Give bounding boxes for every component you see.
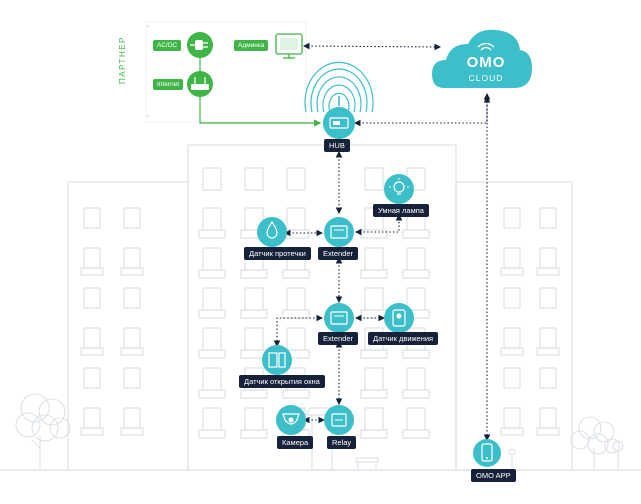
- cloud-title: OMO: [466, 54, 506, 71]
- cloud-shape: [432, 29, 532, 88]
- cloud-subtitle: CLOUD: [468, 73, 504, 83]
- admin-label: Админка: [234, 40, 269, 51]
- window-label: Датчик открытия окна: [239, 375, 325, 388]
- lamp-node: [384, 174, 414, 204]
- window-node: [262, 345, 292, 375]
- power-lines: [199, 58, 322, 127]
- router-icon: [187, 71, 213, 97]
- camera-node: [276, 405, 306, 435]
- lamp-label: Умная лампа: [373, 204, 429, 217]
- connections: [273, 42, 491, 442]
- app-label: OMO APP: [471, 469, 516, 482]
- leak-label: Датчик протечки: [244, 247, 311, 260]
- extender-top-label: Extender: [318, 247, 359, 260]
- hub-node: [323, 107, 355, 139]
- admin-monitor-icon: [275, 33, 303, 59]
- apartment-building: [67, 144, 573, 471]
- relay-node: [324, 405, 354, 435]
- motion-label: Датчик движения: [368, 332, 439, 345]
- trees: [15, 393, 624, 470]
- acdc-label: AC/DC: [153, 40, 182, 51]
- partner-frame: [145, 21, 307, 123]
- leak-node: [257, 217, 287, 247]
- extender-mid-node: [324, 303, 354, 333]
- cloud-wifi-icon: [477, 42, 495, 51]
- extender-mid-label: Extender: [318, 332, 359, 345]
- partner-title: ПАРТНЕР: [118, 36, 127, 84]
- partner-bracket: [145, 25, 150, 117]
- extender-top-node: [324, 217, 354, 247]
- internet-label: Internet: [153, 79, 184, 90]
- hub-signal-icon: [304, 61, 374, 113]
- relay-label: Relay: [327, 436, 357, 449]
- motion-node: [384, 303, 414, 333]
- plug-icon: [187, 32, 213, 58]
- hub-label: HUB: [324, 139, 350, 152]
- camera-label: Камера: [277, 436, 314, 449]
- app-node: [473, 439, 501, 467]
